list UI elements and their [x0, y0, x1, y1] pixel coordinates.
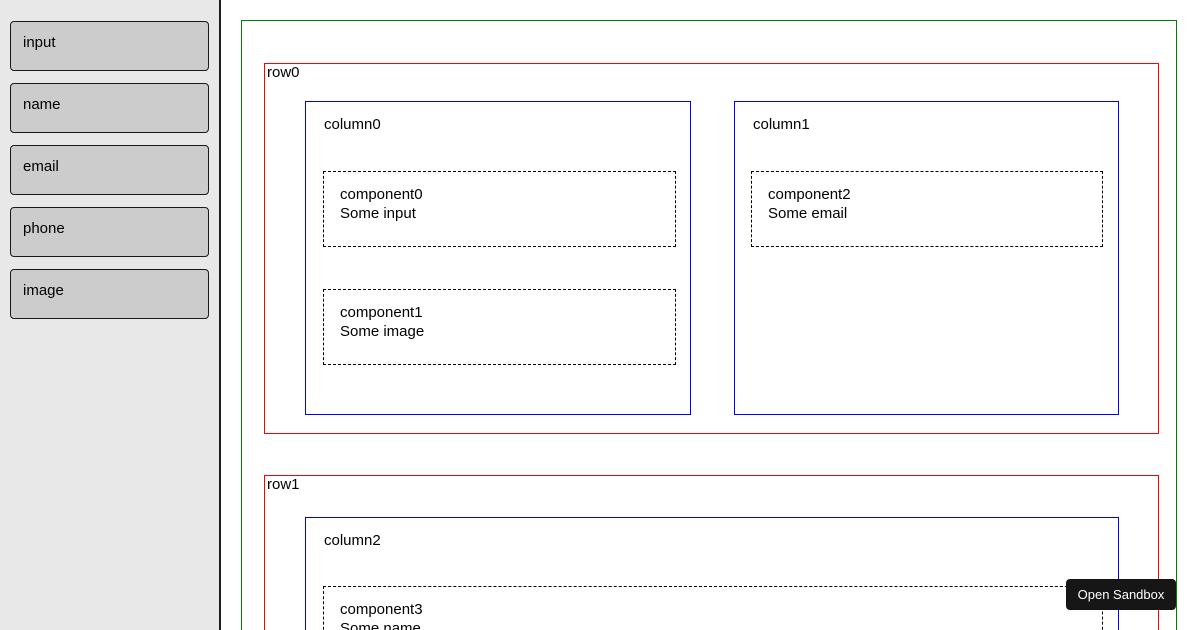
component-description: Some email — [768, 205, 848, 222]
column-label: column1 — [753, 116, 810, 133]
row-label: row0 — [267, 64, 300, 81]
row-1[interactable]: row1 column2 component3 Some name — [264, 475, 1159, 630]
component-1[interactable]: component1 Some image — [323, 289, 676, 365]
column-label: column0 — [324, 116, 381, 133]
palette-sidebar: input name email phone image — [0, 0, 221, 630]
component-2[interactable]: component2 Some email — [751, 171, 1103, 247]
palette-item-email[interactable]: email — [10, 145, 209, 195]
component-name: component2 — [768, 186, 851, 203]
column-label: column2 — [324, 532, 381, 549]
component-3[interactable]: component3 Some name — [323, 586, 1103, 630]
builder-canvas: row0 column0 component0 Some input compo… — [241, 20, 1177, 630]
component-name: component1 — [340, 304, 423, 321]
component-name: component0 — [340, 186, 423, 203]
palette-item-label: name — [23, 96, 61, 113]
column-1[interactable]: column1 component2 Some email — [734, 101, 1119, 415]
palette-item-label: phone — [23, 220, 65, 237]
component-description: Some input — [340, 205, 416, 222]
palette-item-label: image — [23, 282, 64, 299]
row-label: row1 — [267, 476, 300, 493]
component-description: Some image — [340, 323, 425, 340]
component-0[interactable]: component0 Some input — [323, 171, 676, 247]
palette-item-image[interactable]: image — [10, 269, 209, 319]
row-0[interactable]: row0 column0 component0 Some input compo… — [264, 63, 1159, 434]
palette-item-label: email — [23, 158, 59, 175]
palette-item-input[interactable]: input — [10, 21, 209, 71]
component-description: Some name — [340, 620, 421, 630]
palette-item-phone[interactable]: phone — [10, 207, 209, 257]
palette-item-label: input — [23, 34, 56, 51]
open-sandbox-button[interactable]: Open Sandbox — [1066, 579, 1176, 610]
component-name: component3 — [340, 601, 423, 618]
column-2[interactable]: column2 component3 Some name — [305, 517, 1119, 630]
column-0[interactable]: column0 component0 Some input component1… — [305, 101, 691, 415]
palette-item-name[interactable]: name — [10, 83, 209, 133]
